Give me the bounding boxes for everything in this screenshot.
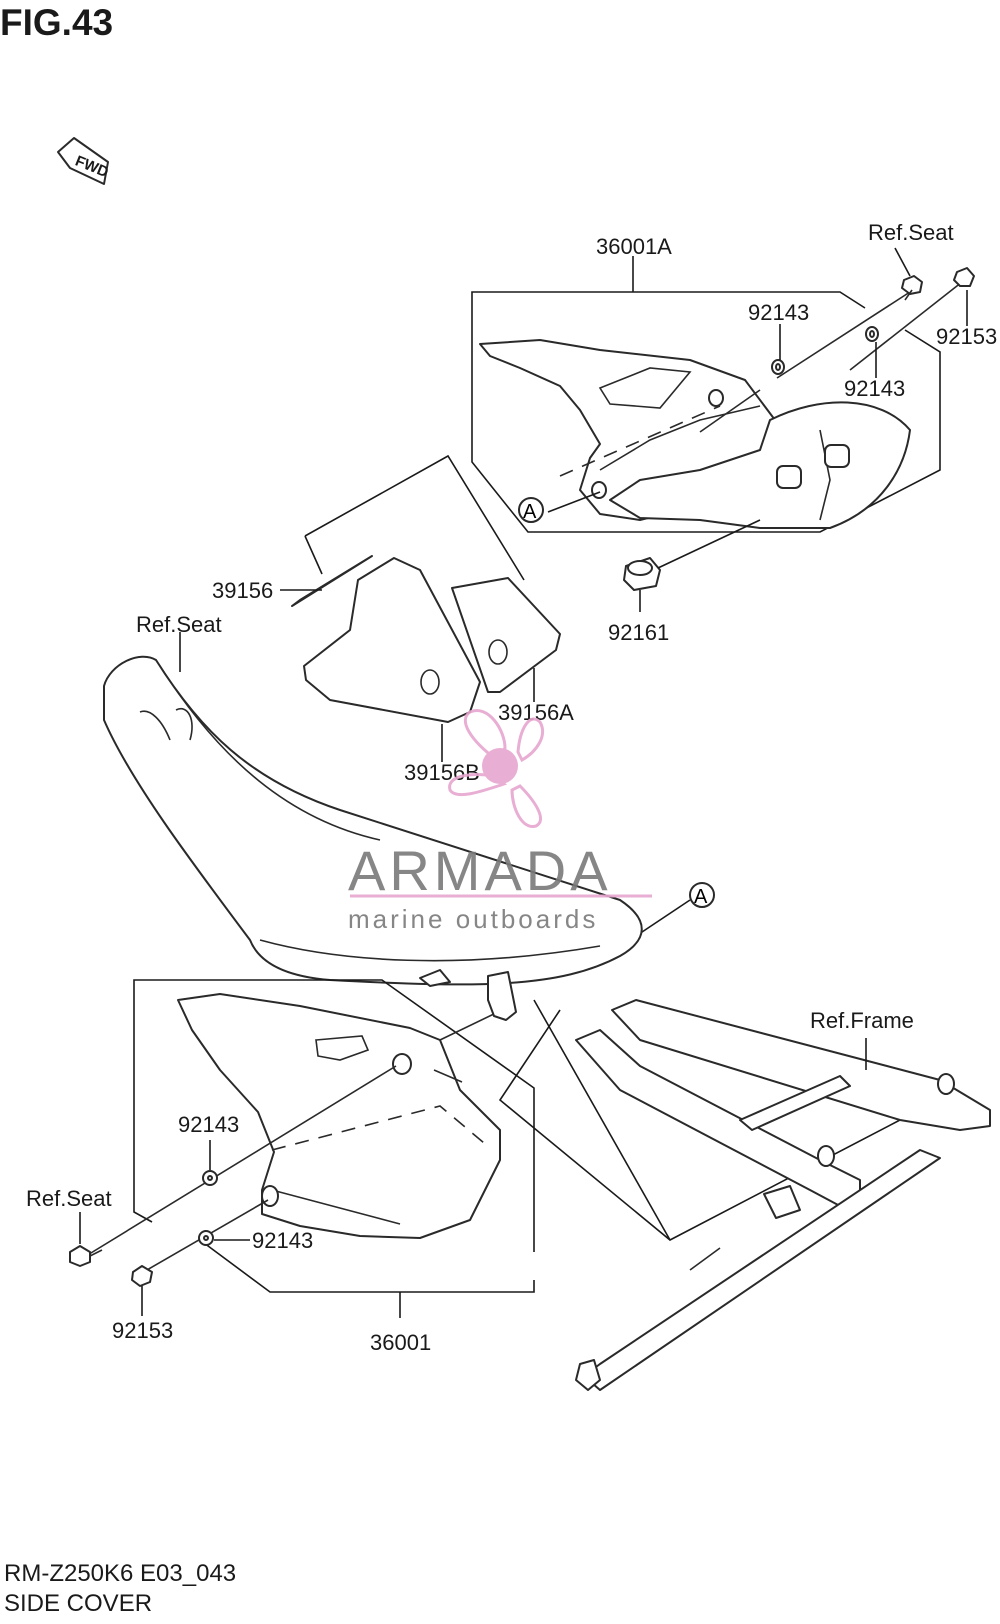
figure-code: RM-Z250K6 E03_043: [4, 1560, 237, 1587]
bolt-icon: [901, 275, 923, 301]
label-ref-seat-top: Ref.Seat: [868, 220, 954, 245]
watermark-tagline: marine outboards: [348, 904, 598, 934]
seat-reference: [103, 632, 643, 987]
washer-icon: [198, 1230, 214, 1246]
upper-fasteners: [623, 267, 975, 591]
watermark-brand: ARMADA: [348, 839, 612, 902]
svg-text:A: A: [694, 886, 708, 908]
figure-title: FIG.43: [0, 2, 114, 43]
upper-group-bracket: [471, 256, 941, 533]
label-39156B: 39156B: [404, 760, 480, 785]
decal-group-bracket: [304, 454, 525, 581]
label-92161: 92161: [608, 620, 669, 645]
grommet-icon: [623, 557, 661, 591]
bolt-icon: [69, 1245, 103, 1267]
callout-a-upper: A: [518, 497, 544, 523]
bolt-icon: [953, 267, 975, 287]
label-92153-upper: 92153: [936, 324, 997, 349]
upper-leaders: [547, 247, 968, 612]
decal-39156: [280, 555, 373, 607]
lower-fasteners: [69, 971, 517, 1316]
decal-39156A: [451, 577, 561, 702]
label-39156: 39156: [212, 578, 273, 603]
label-36001A: 36001A: [596, 234, 672, 259]
label-39156A: 39156A: [498, 700, 574, 725]
frame-reference: [498, 999, 991, 1391]
side-cover-36001: [177, 993, 501, 1239]
label-92143-upper-b: 92143: [844, 376, 905, 401]
washer-icon: [202, 1170, 218, 1186]
fwd-arrow-icon: FWD: [57, 137, 111, 185]
bolt-icon: [131, 1265, 153, 1287]
label-92143-upper-a: 92143: [748, 300, 809, 325]
label-ref-seat-mid: Ref.Seat: [136, 612, 222, 637]
figure-name: SIDE COVER: [4, 1590, 153, 1617]
label-ref-seat-lower: Ref.Seat: [26, 1186, 112, 1211]
lower-group-bracket: [133, 979, 535, 1318]
propeller-logo-icon: [448, 709, 545, 828]
label-92153-lower: 92153: [112, 1318, 173, 1343]
side-cover-36001A: [479, 339, 911, 529]
label-ref-frame: Ref.Frame: [810, 1008, 914, 1033]
washer-icon: [771, 359, 785, 375]
svg-text:A: A: [523, 501, 537, 523]
label-92143-lower-a: 92143: [178, 1112, 239, 1137]
label-92143-lower-b: 92143: [252, 1228, 313, 1253]
watermark: ARMADA marine outboards: [348, 709, 652, 934]
washer-icon: [865, 326, 879, 342]
decal-39156B: [303, 557, 481, 762]
label-36001: 36001: [370, 1330, 431, 1355]
